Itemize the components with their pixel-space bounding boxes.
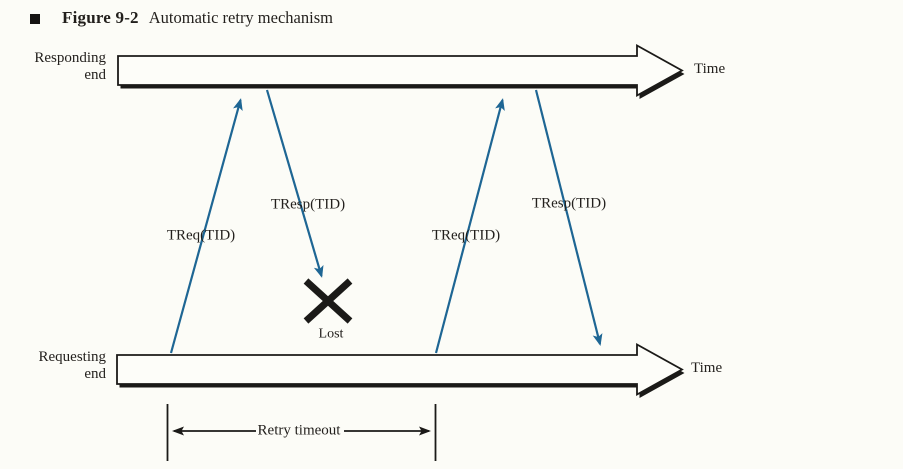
- tresp2-arrow: [534, 89, 603, 346]
- responding-end-label: Responding end: [34, 50, 106, 83]
- figure-number: Figure 9-2: [62, 8, 139, 27]
- tresp1-arrow: [265, 89, 324, 278]
- treq2-arrow: [434, 98, 505, 354]
- treq1-arrow: [169, 98, 243, 354]
- retry-timeout-label: Retry timeout: [257, 422, 341, 439]
- time-label-responding: Time: [694, 61, 726, 77]
- lost-label: Lost: [318, 326, 344, 342]
- responding-timeline-arrow: [117, 43, 684, 98]
- figure-title: Automatic retry mechanism: [148, 8, 333, 27]
- time-label-requesting: Time: [691, 360, 723, 376]
- requesting-end-label: Requesting end: [38, 349, 107, 382]
- retry-timeout-bracket: [166, 404, 437, 461]
- figure-header: Figure 9-2 Automatic retry mechanism: [30, 8, 333, 28]
- treq1-message-label: TReq(TID): [166, 227, 236, 244]
- lost-x-icon: [303, 278, 353, 324]
- requesting-timeline-arrow: [116, 342, 684, 397]
- treq2-message-label: TReq(TID): [431, 227, 501, 244]
- square-bullet-icon: [30, 13, 40, 24]
- tresp1-message-label: TResp(TID): [270, 196, 346, 213]
- tresp2-message-label: TResp(TID): [531, 195, 607, 212]
